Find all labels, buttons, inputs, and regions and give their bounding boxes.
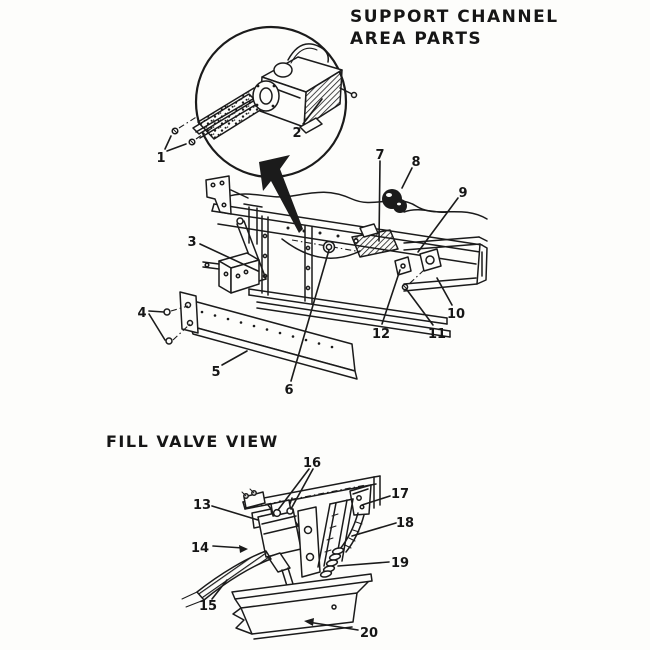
leader-line-11 [406, 289, 434, 326]
leader-line-3 [199, 243, 259, 272]
leader-line-14 [212, 545, 244, 549]
leader-line-7 [378, 160, 381, 242]
callout-labels: 1 2 3 4 5 6 7 8 9 10 11 12 13 14 15 16 1… [137, 126, 467, 641]
callout-11: 11 [428, 327, 446, 342]
front-bracket [205, 175, 249, 215]
leader-line-13 [211, 505, 259, 521]
coil-spring [319, 547, 345, 578]
callout-10: 10 [447, 307, 465, 322]
detail-circle-view [164, 25, 358, 179]
callout-9: 9 [458, 186, 467, 201]
leader-line-15 [211, 579, 228, 600]
callout-5: 5 [211, 365, 220, 380]
leader-line-8 [401, 167, 413, 189]
callout-20: 20 [360, 626, 378, 641]
rail-bracket [349, 484, 372, 516]
screw-11 [401, 283, 409, 291]
callout-16: 16 [303, 456, 321, 471]
leader-line-1a [164, 135, 172, 150]
leader-line-16b [290, 468, 314, 510]
fill-valve-view [181, 468, 397, 640]
page-title-line1: SUPPORT CHANNEL [350, 7, 559, 27]
leader-line-5 [221, 350, 248, 366]
support-channel [403, 236, 488, 292]
callout-7: 7 [375, 148, 384, 163]
leader-line-9 [417, 197, 459, 253]
nut-plate [407, 248, 442, 286]
leader-arrowhead-20 [304, 618, 314, 626]
callout-18: 18 [396, 516, 414, 531]
valve-wire [287, 43, 330, 63]
fill-valve-assembly-detail [252, 43, 358, 134]
leader-line-19 [337, 561, 390, 567]
hose-with-spring-guard [181, 550, 272, 608]
callout-2: 2 [292, 126, 301, 141]
callout-1: 1 [156, 151, 165, 166]
bracket-12 [394, 256, 412, 276]
callout-8: 8 [411, 155, 420, 170]
page-title-line2: AREA PARTS [350, 29, 482, 49]
callout-13: 13 [193, 498, 211, 513]
leader-line-4a [148, 310, 165, 313]
callout-3: 3 [187, 235, 196, 250]
fill-valve-on-rail [351, 223, 399, 258]
leader-line-17 [361, 495, 391, 506]
callout-6: 6 [284, 383, 293, 398]
center-plate [297, 506, 321, 578]
grommet [382, 189, 407, 213]
leader-line-6 [290, 249, 330, 382]
leader-line-2 [302, 98, 323, 125]
callout-19: 19 [391, 556, 409, 571]
frame-posts [243, 203, 313, 304]
leader-line-20 [307, 621, 359, 631]
detail-arrow-icon [259, 155, 303, 233]
callout-4: 4 [137, 306, 146, 321]
callout-17: 17 [391, 487, 409, 502]
body-edge [225, 191, 488, 220]
leader-line-18 [351, 522, 397, 537]
callout-12: 12 [372, 327, 390, 342]
upper-rail [242, 475, 381, 510]
support-legs [317, 498, 354, 568]
leader-line-16a [277, 468, 310, 511]
front-channel [179, 291, 358, 380]
curved-brace [281, 238, 361, 259]
fill-valve-title: FILL VALVE VIEW [106, 432, 279, 451]
leader-line-1b [166, 143, 187, 152]
valve-mounting-plate [192, 87, 271, 140]
support-channel-assembly [148, 160, 488, 382]
cross-channel [231, 573, 373, 640]
cross-members [248, 288, 451, 338]
leader-line-12 [381, 269, 401, 325]
leader-line-10 [436, 277, 453, 306]
leader-line-4b [148, 313, 166, 341]
callout-15: 15 [199, 599, 217, 614]
pivot-bolt [322, 240, 336, 254]
callout-14: 14 [191, 541, 209, 556]
main-rail [211, 203, 483, 265]
mounting-screws [171, 115, 213, 146]
leader-arrowhead-14 [239, 545, 248, 553]
